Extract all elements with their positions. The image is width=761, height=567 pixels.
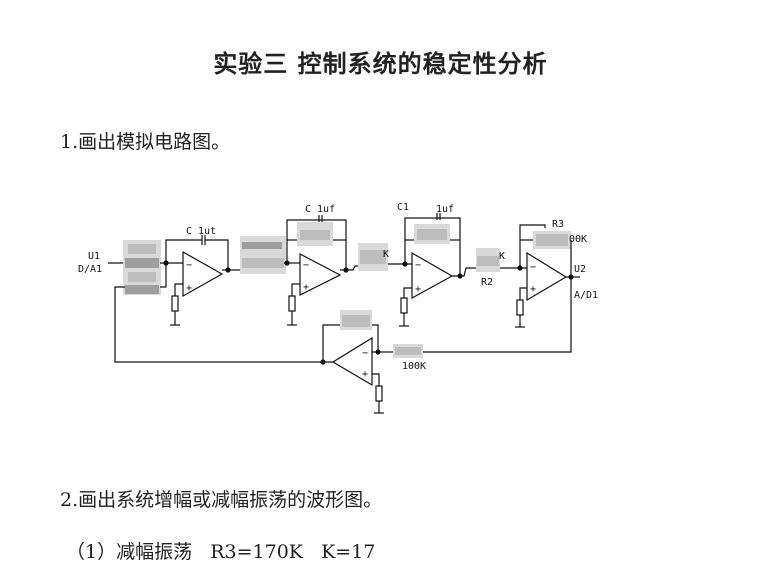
label-r3-value: 00K (569, 234, 587, 245)
page-title: 实验三 控制系统的稳定性分析 (213, 50, 548, 78)
wire (205, 239, 229, 270)
minus-sign: − (303, 260, 309, 271)
wire (174, 283, 183, 296)
wire (404, 217, 461, 275)
label-k3: K (499, 251, 505, 262)
label-r3: R3 (552, 219, 564, 230)
ground-resistor (171, 295, 179, 312)
r3-redacted (533, 231, 571, 249)
ground-resistor (516, 299, 524, 316)
wire (160, 263, 167, 288)
stage3-feedback-redacted (414, 224, 450, 244)
label-100k: 100K (402, 361, 426, 372)
subsection-damped-oscillation: （1）减幅振荡 R3=170K K=17 (66, 541, 376, 563)
inverter-feedback-redacted (340, 310, 372, 330)
junction (225, 267, 231, 273)
label-ad1: A/D1 (574, 290, 598, 301)
wire (114, 286, 333, 363)
op-amp-2 (299, 253, 342, 296)
plus-sign: + (303, 282, 309, 293)
label-cap2: C 1uf (305, 204, 335, 215)
op-amp-1 (182, 250, 224, 298)
wire (165, 239, 202, 263)
minus-sign: − (186, 260, 192, 271)
ground-resistor (375, 385, 383, 402)
plus-sign: + (530, 284, 536, 295)
label-r2: R2 (481, 277, 493, 288)
label-c1-value: 1uf (436, 204, 454, 215)
feedback-resistor-redacted (393, 344, 423, 358)
stage2-resistors-redacted (240, 236, 286, 274)
op-amp-3 (411, 251, 454, 300)
section-heading-circuit: 1.画出模拟电路图。 (60, 131, 231, 153)
plus-sign: + (186, 283, 192, 294)
ground-resistor (400, 297, 408, 314)
label-k2: K (383, 249, 389, 260)
label-c1: C1 (397, 202, 409, 213)
label-da1: D/A1 (78, 264, 102, 275)
minus-sign: − (530, 262, 536, 273)
wire (519, 287, 527, 300)
minus-sign: − (415, 260, 421, 271)
wire (420, 277, 572, 353)
ground-resistor (288, 295, 296, 312)
wire (519, 224, 546, 268)
wire (286, 219, 347, 270)
section-heading-waveform: 2.画出系统增幅或减幅振荡的波形图。 (60, 489, 383, 511)
label-u2: U2 (574, 264, 586, 275)
junction (457, 273, 463, 279)
op-amp-4 (526, 251, 568, 302)
stage2-output-resistor-redacted (358, 243, 388, 271)
op-amp-inverter (331, 336, 373, 387)
junction (343, 267, 349, 273)
plus-sign: + (362, 369, 368, 380)
input-resistors-redacted (123, 240, 161, 295)
wire (340, 265, 360, 271)
r2-redacted (476, 248, 500, 272)
wire (452, 267, 477, 277)
wire (370, 324, 379, 352)
wire (291, 283, 300, 296)
plus-sign: + (415, 284, 421, 295)
label-cap1: C 1ut (186, 226, 216, 237)
label-u1: U1 (88, 251, 100, 262)
wire (403, 287, 412, 298)
minus-sign: − (362, 348, 368, 359)
stage2-feedback-redacted (297, 222, 333, 246)
wire (322, 324, 340, 362)
wire (372, 373, 380, 386)
